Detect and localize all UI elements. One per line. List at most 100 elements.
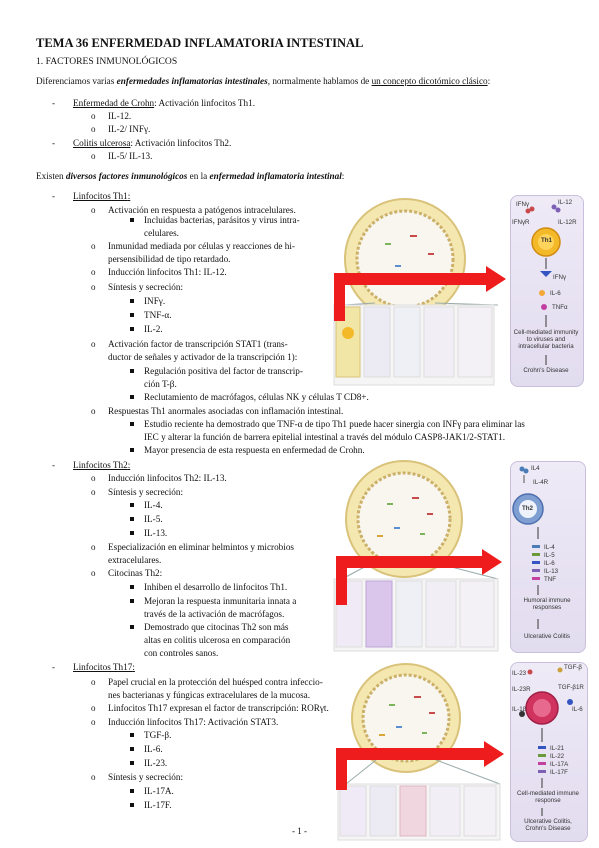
list-item: Inducción linfocitos Th2: IL-13. (108, 473, 227, 483)
th1-pathway-panel (510, 195, 584, 387)
bullet-square (130, 625, 134, 629)
colitis-line: Colitis ulcerosa: Activación linfocitos … (73, 137, 231, 149)
colitis-name: Colitis ulcerosa (73, 138, 131, 148)
red-arrow-head (486, 266, 506, 292)
bullet-square (130, 599, 134, 603)
fig-label: IL-21 (550, 745, 565, 752)
list-item: Especialización en eliminar helmintos y … (108, 542, 294, 552)
colitis-desc: : Activación linfocitos Th2. (130, 138, 232, 148)
list-item: Citocinas Th2: (108, 568, 163, 578)
fig-label: IL-22 (550, 753, 565, 760)
page-title: TEMA 36 ENFERMEDAD INFLAMATORIA INTESTIN… (36, 36, 364, 50)
bullet-square (130, 803, 134, 807)
red-arrow-head (484, 741, 504, 767)
list-item: con controles sanos. (144, 648, 219, 658)
fig-label: IL-12 (558, 199, 573, 206)
section-heading: 1. FACTORES INMUNOLÓGICOS (36, 56, 178, 67)
fig-label: IL-5 (544, 552, 555, 559)
list-item: IL-13. (144, 528, 168, 538)
red-arrow-horizontal (336, 556, 484, 568)
red-arrow-vertical (334, 283, 345, 321)
th2-pathway-panel (510, 461, 586, 653)
list-item: Respuestas Th1 anormales asociadas con i… (108, 406, 344, 416)
bullet-o: o (91, 406, 96, 416)
list-item: Demostrado que citocinas Th2 son más (144, 622, 289, 632)
bullet-o: o (91, 717, 96, 727)
list-item: Síntesis y secreción: (108, 487, 184, 497)
list-item: Inmunidad mediada por células y reaccion… (108, 241, 295, 251)
bullet-o: o (91, 241, 96, 251)
bullet-dash: - (52, 662, 55, 672)
list-item: celulares. (144, 228, 179, 238)
list-item: IL-17F. (144, 800, 172, 810)
list-item: IEC y alterar la función de barrera epit… (144, 432, 506, 442)
bullet-o: o (91, 473, 96, 483)
factors-paragraph: Existen diversos factores inmunológicos … (36, 170, 344, 182)
th2-cell-diagram (512, 466, 544, 629)
bullet-o: o (91, 677, 96, 687)
fig-label: Th2 (522, 505, 534, 512)
factors-bold: diversos factores inmunológicos (65, 171, 188, 181)
crohn-desc: : Activación linfocitos Th1. (154, 98, 256, 108)
list-item: IL-6. (144, 744, 163, 754)
fig-label: IFNγR (512, 219, 530, 226)
list-item: TNF-α. (144, 310, 172, 320)
bullet-dash: - (52, 460, 55, 470)
bullet-square (130, 503, 134, 507)
fig-label: IL-6 (572, 706, 583, 713)
bullet-o: o (91, 111, 96, 121)
fig-label: IL-4R (533, 479, 549, 486)
list-item: Activación en respuesta a patógenos intr… (108, 205, 296, 215)
list-item: IL-2/ INFγ. (108, 124, 151, 134)
bullet-o: o (91, 542, 96, 552)
list-item: IL-12. (108, 111, 132, 121)
fig-label: IL4 (531, 465, 540, 472)
fig-label: Ulcerative Colitis (523, 633, 571, 640)
list-item: IL-2. (144, 324, 163, 334)
bullet-square (130, 789, 134, 793)
bullet-o: o (91, 267, 96, 277)
th1-figure: IFNγ IL-12 IFNγR IL-12R Th1 IFNγ IL-6 TN… (330, 193, 584, 388)
fig-label: IFNγ (516, 201, 530, 208)
intro-paragraph: Diferenciamos varias enfermedades inflam… (36, 75, 490, 87)
fig-label: TGF-β (564, 664, 582, 671)
list-item: Papel crucial en la protección del huésp… (108, 677, 323, 687)
fig-label: TNFα (552, 304, 568, 311)
bullet-square (130, 448, 134, 452)
intro-bold: enfermedades inflamatorias intestinales (116, 76, 268, 86)
bullet-square (130, 531, 134, 535)
fig-label: IL-17F (550, 769, 568, 776)
bullet-square (130, 395, 134, 399)
fig-label: IL-12R (558, 219, 577, 226)
bullet-square (130, 761, 134, 765)
fig-label: IL-23R (512, 686, 531, 693)
bullet-o: o (91, 568, 96, 578)
list-item: IL-5/ IL-13. (108, 151, 153, 161)
list-item: Síntesis y secreción: (108, 282, 184, 292)
red-arrow-horizontal (334, 273, 487, 285)
bullet-o: o (91, 151, 96, 161)
fig-label: Cell-mediated immunity to viruses and in… (513, 329, 579, 350)
bullet-square (130, 218, 134, 222)
fig-label: IL-1β (512, 706, 527, 713)
intestine-cross-section-image (333, 198, 499, 386)
bullet-square (130, 327, 134, 331)
red-arrow-vertical (336, 565, 347, 605)
crohn-line: Enfermedad de Crohn: Activación linfocit… (73, 97, 255, 109)
bullet-o: o (91, 703, 96, 713)
th17-pathway-panel (510, 662, 588, 842)
intro-underline: un concepto dicotómico clásico (371, 76, 488, 86)
list-item: Mayor presencia de esta respuesta en enf… (144, 445, 365, 455)
th1-heading: Linfocitos Th1: (73, 191, 131, 201)
list-item: nes bacterianas y fúngicas extracelulare… (108, 690, 311, 700)
list-item: Estudio reciente ha demostrado que TNF-α… (144, 419, 525, 429)
fig-label: Humoral immune responses (523, 597, 571, 611)
fig-label: Th1 (541, 237, 553, 244)
bullet-square (130, 299, 134, 303)
bullet-square (130, 313, 134, 317)
intestine-cross-section-image (337, 663, 501, 841)
th1-cell-diagram (525, 204, 561, 365)
fig-label: Ulcerative Colitis, Crohn's Disease (524, 818, 572, 832)
crohn-name: Enfermedad de Crohn (73, 98, 155, 108)
